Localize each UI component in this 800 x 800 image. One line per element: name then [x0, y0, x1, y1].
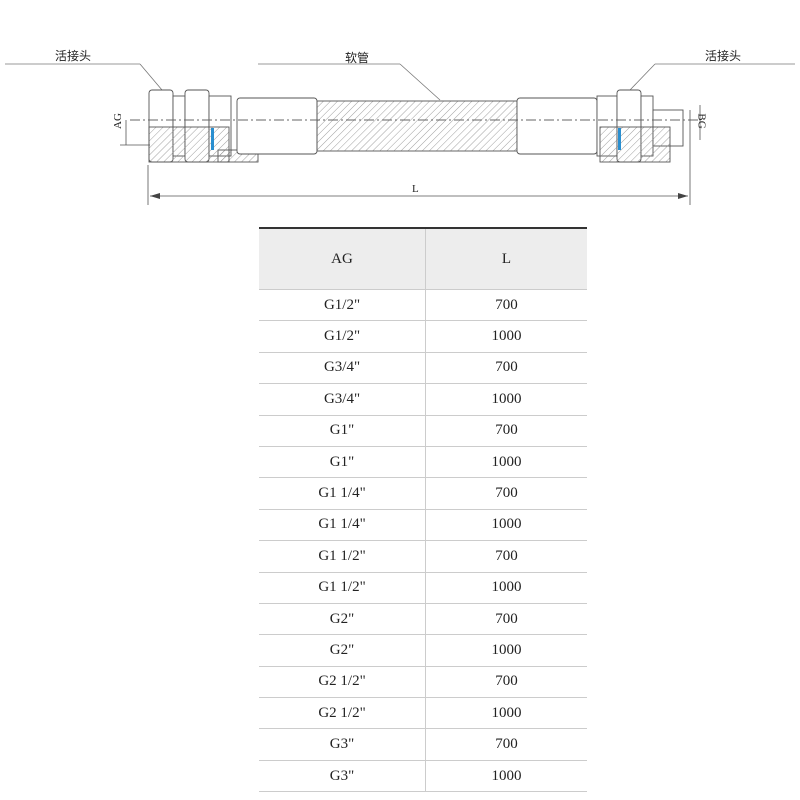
table-row: G2"1000	[259, 634, 587, 667]
cell-ag: G1/2"	[259, 320, 426, 353]
cell-ag: G1 1/4"	[259, 509, 426, 542]
table-row: G2 1/2"1000	[259, 697, 587, 730]
cell-length: 1000	[425, 383, 587, 416]
table-row: G1 1/2"1000	[259, 572, 587, 604]
table-row: G3"1000	[259, 760, 587, 793]
table-row: G1"1000	[259, 446, 587, 479]
header-l: L	[425, 228, 587, 290]
ag-dimension-label: AG	[111, 113, 124, 129]
cell-ag: G3"	[259, 760, 426, 793]
right-ferrule	[516, 97, 598, 155]
cell-length: 1000	[425, 697, 587, 730]
cell-length: 700	[425, 603, 587, 636]
right-seal	[618, 128, 621, 150]
cell-length: 700	[425, 352, 587, 385]
hose-assembly-drawing	[5, 63, 795, 205]
cell-length: 700	[425, 666, 587, 699]
table-row: G1 1/4"700	[259, 477, 587, 510]
table-row: G3"700	[259, 728, 587, 761]
cell-ag: G1 1/2"	[259, 540, 426, 573]
cell-ag: G2 1/2"	[259, 666, 426, 699]
table-row: G1"700	[259, 415, 587, 447]
cell-length: 1000	[425, 320, 587, 353]
right-fitting-label: 活接头	[705, 49, 742, 63]
hose-body	[316, 100, 518, 152]
cell-ag: G2"	[259, 603, 426, 636]
cell-ag: G3"	[259, 728, 426, 761]
cell-length: 1000	[425, 509, 587, 542]
left-fitting-label: 活接头	[55, 49, 92, 63]
cell-ag: G3/4"	[259, 383, 426, 416]
table-row: G1 1/4"1000	[259, 509, 587, 542]
cell-ag: G1"	[259, 446, 426, 479]
left-ferrule	[236, 97, 318, 155]
table-row: G3/4"700	[259, 352, 587, 385]
cell-length: 1000	[425, 760, 587, 793]
length-dimension-label: L	[412, 183, 419, 195]
table-header-row: AG L	[259, 228, 587, 290]
bg-dimension-label: BG	[695, 113, 708, 129]
cell-length: 700	[425, 289, 587, 322]
table-row: G1/2"700	[259, 289, 587, 322]
cell-ag: G2 1/2"	[259, 697, 426, 730]
cell-ag: G2"	[259, 634, 426, 667]
header-ag: AG	[259, 228, 426, 290]
cell-ag: G3/4"	[259, 352, 426, 385]
cell-ag: G1/2"	[259, 289, 426, 322]
left-seal	[211, 128, 214, 150]
cell-ag: G1 1/4"	[259, 477, 426, 510]
cell-ag: G1"	[259, 415, 426, 447]
cell-length: 700	[425, 415, 587, 447]
cell-length: 700	[425, 728, 587, 761]
cell-length: 1000	[425, 446, 587, 479]
table-row: G3/4"1000	[259, 383, 587, 416]
table-row: G1/2"1000	[259, 320, 587, 353]
cell-length: 1000	[425, 634, 587, 667]
table-row: G2"700	[259, 603, 587, 636]
cell-length: 700	[425, 540, 587, 573]
cell-length: 700	[425, 477, 587, 510]
table-row: G2 1/2"700	[259, 666, 587, 699]
hose-label: 软管	[345, 51, 370, 65]
table-row: G1 1/2"700	[259, 540, 587, 573]
cell-ag: G1 1/2"	[259, 572, 426, 604]
cell-length: 1000	[425, 572, 587, 604]
